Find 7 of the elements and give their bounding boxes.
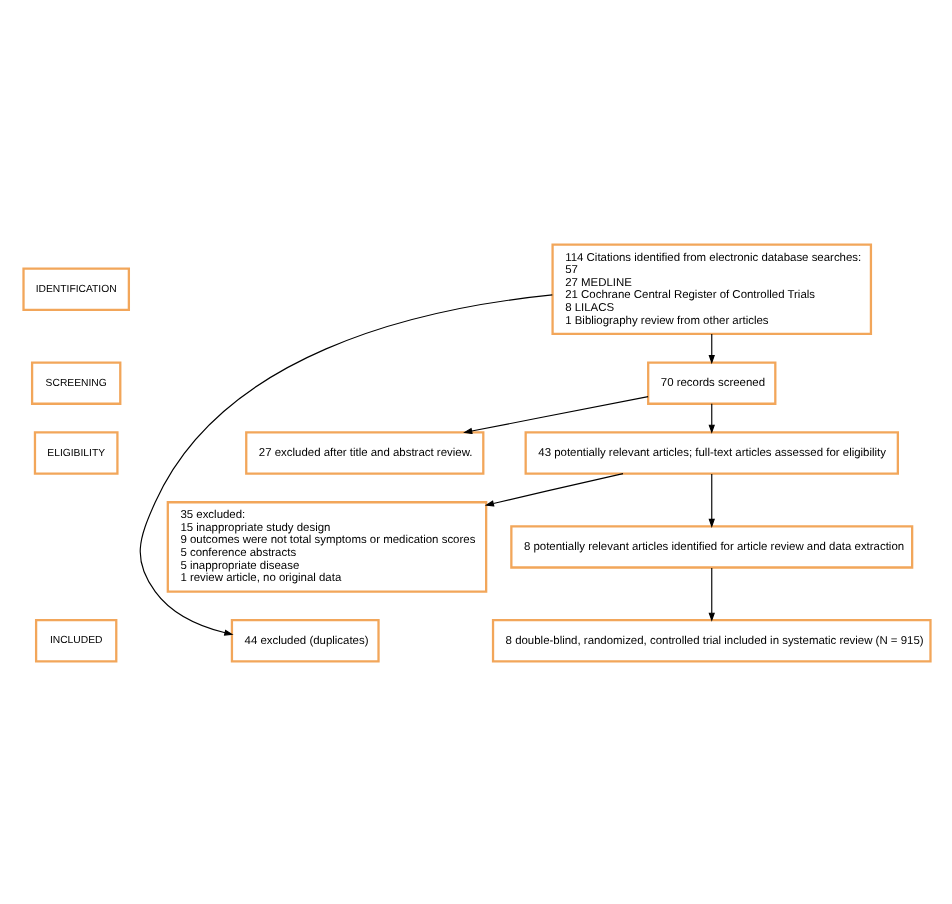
arrow (138, 293, 552, 635)
arrow (707, 332, 714, 364)
arrow (707, 566, 714, 621)
arrow (462, 395, 648, 434)
arrow (483, 472, 623, 506)
arrow (707, 472, 714, 527)
arrow (707, 402, 714, 433)
